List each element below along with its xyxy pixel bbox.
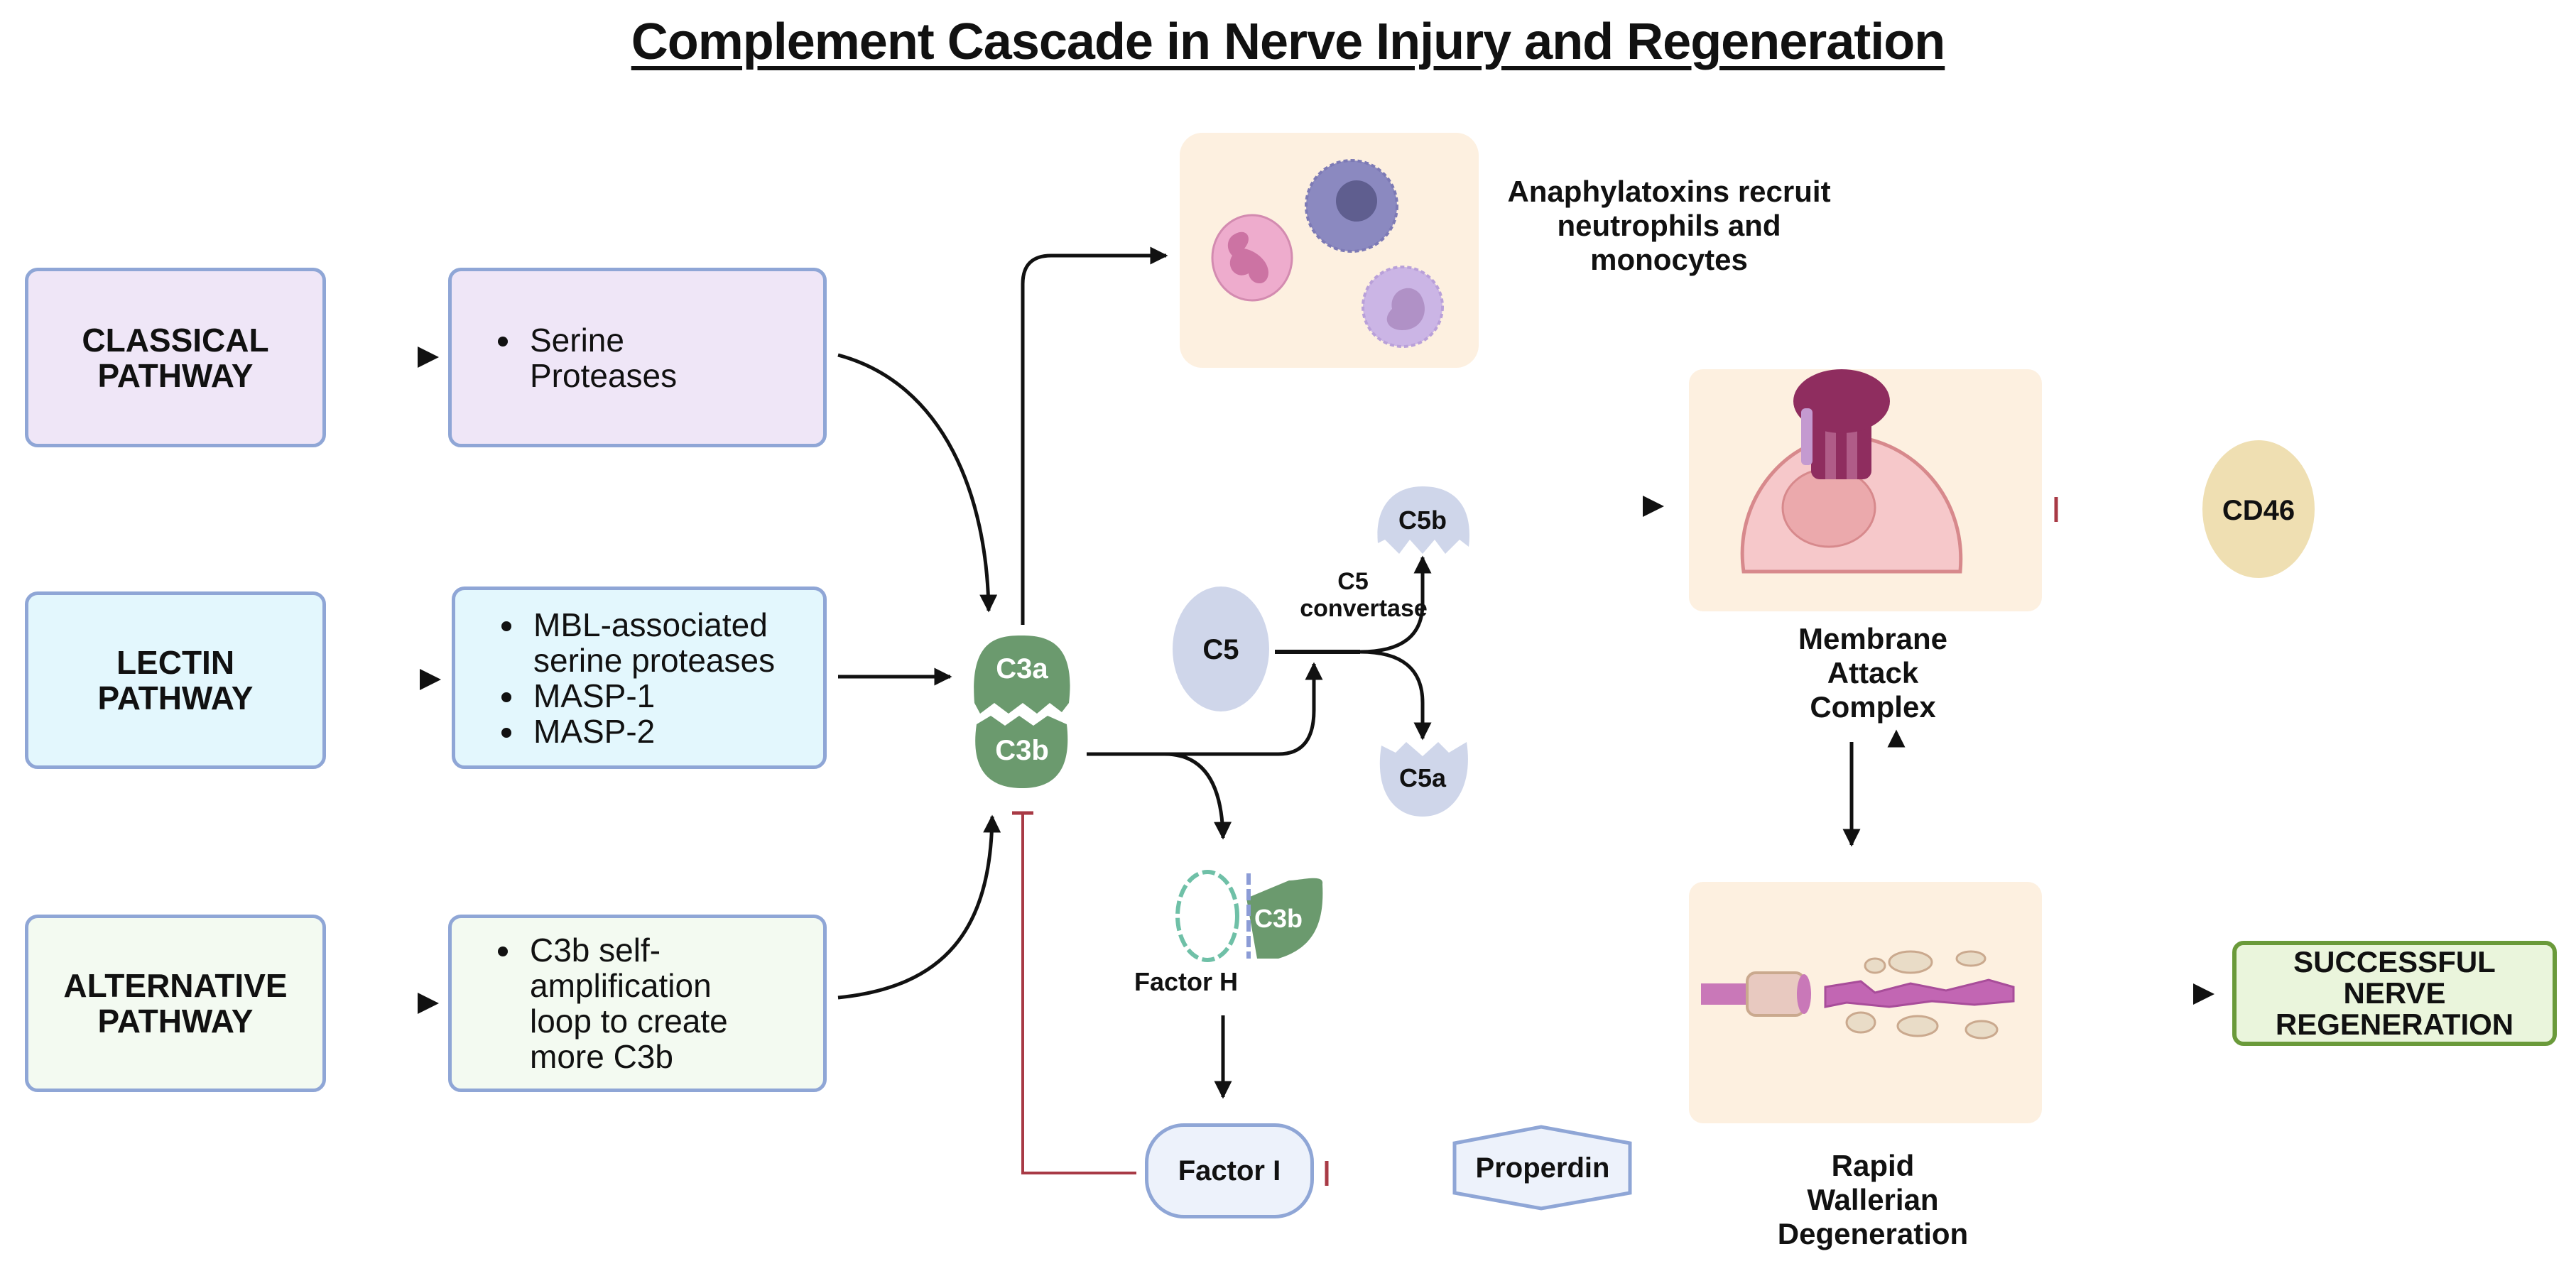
anaphylatoxins-caption: Anaphylatoxins recruit neutrophils and m… xyxy=(1507,175,1830,277)
classical-pathway-label-1: CLASSICAL xyxy=(82,321,269,359)
mac-line-1: Membrane xyxy=(1798,622,1948,655)
outcome-line-3: REGENERATION xyxy=(2275,1008,2514,1041)
c3b-to-c5-convertase-arrow xyxy=(1087,662,1323,756)
outcome-line-1: SUCCESSFUL xyxy=(2293,945,2496,978)
wallerian-caption: Rapid Wallerian Degeneration xyxy=(1778,1149,1968,1251)
mac-cell-illustration xyxy=(1740,369,1963,574)
c5a-label: C5a xyxy=(1399,763,1447,792)
c5b-label: C5b xyxy=(1398,506,1447,535)
factor-i-label: Factor I xyxy=(1178,1155,1281,1187)
c3a-label: C3a xyxy=(996,653,1048,684)
wallerian-line-2: Wallerian xyxy=(1807,1183,1939,1216)
alternative-pathway-label-1: ALTERNATIVE xyxy=(63,967,288,1004)
factor-i-node: Factor I xyxy=(1145,1123,1314,1218)
anaphylatoxins-line-3: monocytes xyxy=(1590,243,1748,276)
properdin-node xyxy=(1452,1125,1632,1211)
alternative-details-box: C3b self-amplification loop to create mo… xyxy=(448,915,827,1092)
cd46-label: CD46 xyxy=(2222,495,2295,526)
convertase-label-2: convertase xyxy=(1300,595,1428,622)
properdin-label: Properdin xyxy=(1476,1152,1610,1184)
factor-h-label: Factor H xyxy=(1134,967,1238,996)
lectin-detail-item: MASP-2 xyxy=(526,714,823,749)
convertase-label-1: C5 xyxy=(1337,568,1368,595)
mac-line-2: Attack xyxy=(1827,656,1919,689)
leukocytes-illustration xyxy=(1211,159,1444,348)
factor-i-inhibits-c3b xyxy=(1021,813,1136,1174)
c3a-to-leukocytes-arrow xyxy=(1021,246,1168,625)
factor-h-c3b-complex-icon: C3b xyxy=(1175,870,1323,962)
c3-molecule-icon: C3a C3b xyxy=(974,636,1070,788)
alternative-to-c3-arrow xyxy=(837,814,1001,1000)
lectin-pathway-label-1: LECTIN xyxy=(116,644,235,681)
page-title: Complement Cascade in Nerve Injury and R… xyxy=(631,13,1946,70)
lectin-detail-item: MASP-1 xyxy=(526,678,823,714)
classical-pathway-label-2: PATHWAY xyxy=(97,356,254,394)
alternative-pathway-label-2: PATHWAY xyxy=(97,1003,254,1040)
anaphylatoxins-line-1: Anaphylatoxins recruit xyxy=(1507,175,1831,208)
c5-label: C5 xyxy=(1202,634,1239,665)
nerve-degeneration-illustration xyxy=(1701,950,2015,1040)
c5b-node xyxy=(1377,486,1470,554)
cd46-node xyxy=(2202,440,2315,578)
mac-caption: Membrane Attack Complex xyxy=(1798,622,1947,724)
factor-h-c3b-label: C3b xyxy=(1254,904,1303,933)
anaphylatoxins-line-2: neutrophils and xyxy=(1557,209,1781,242)
wallerian-line-1: Rapid xyxy=(1831,1149,1915,1182)
c3b-to-factor-h-arrow xyxy=(1164,752,1232,840)
classical-detail-item: Serine Proteases xyxy=(523,322,707,393)
lectin-pathway-label-2: PATHWAY xyxy=(97,680,254,716)
c3b-label: C3b xyxy=(995,735,1049,766)
classical-details-box: Serine Proteases xyxy=(448,268,827,447)
classical-to-c3-arrow xyxy=(837,353,998,613)
c5-to-c5a-arrow xyxy=(1359,650,1432,741)
wallerian-line-3: Degeneration xyxy=(1777,1217,1969,1250)
alternative-detail-item: C3b self-amplification loop to create mo… xyxy=(523,932,736,1074)
outcome-line-2: NERVE xyxy=(2343,976,2446,1010)
lectin-detail-item: MBL-associated serine proteases xyxy=(526,607,823,678)
lectin-details-box: MBL-associated serine proteases MASP-1 M… xyxy=(452,587,827,769)
c5a-node xyxy=(1379,742,1468,817)
c5-node xyxy=(1173,587,1269,711)
mac-line-3: Complex xyxy=(1810,690,1936,724)
